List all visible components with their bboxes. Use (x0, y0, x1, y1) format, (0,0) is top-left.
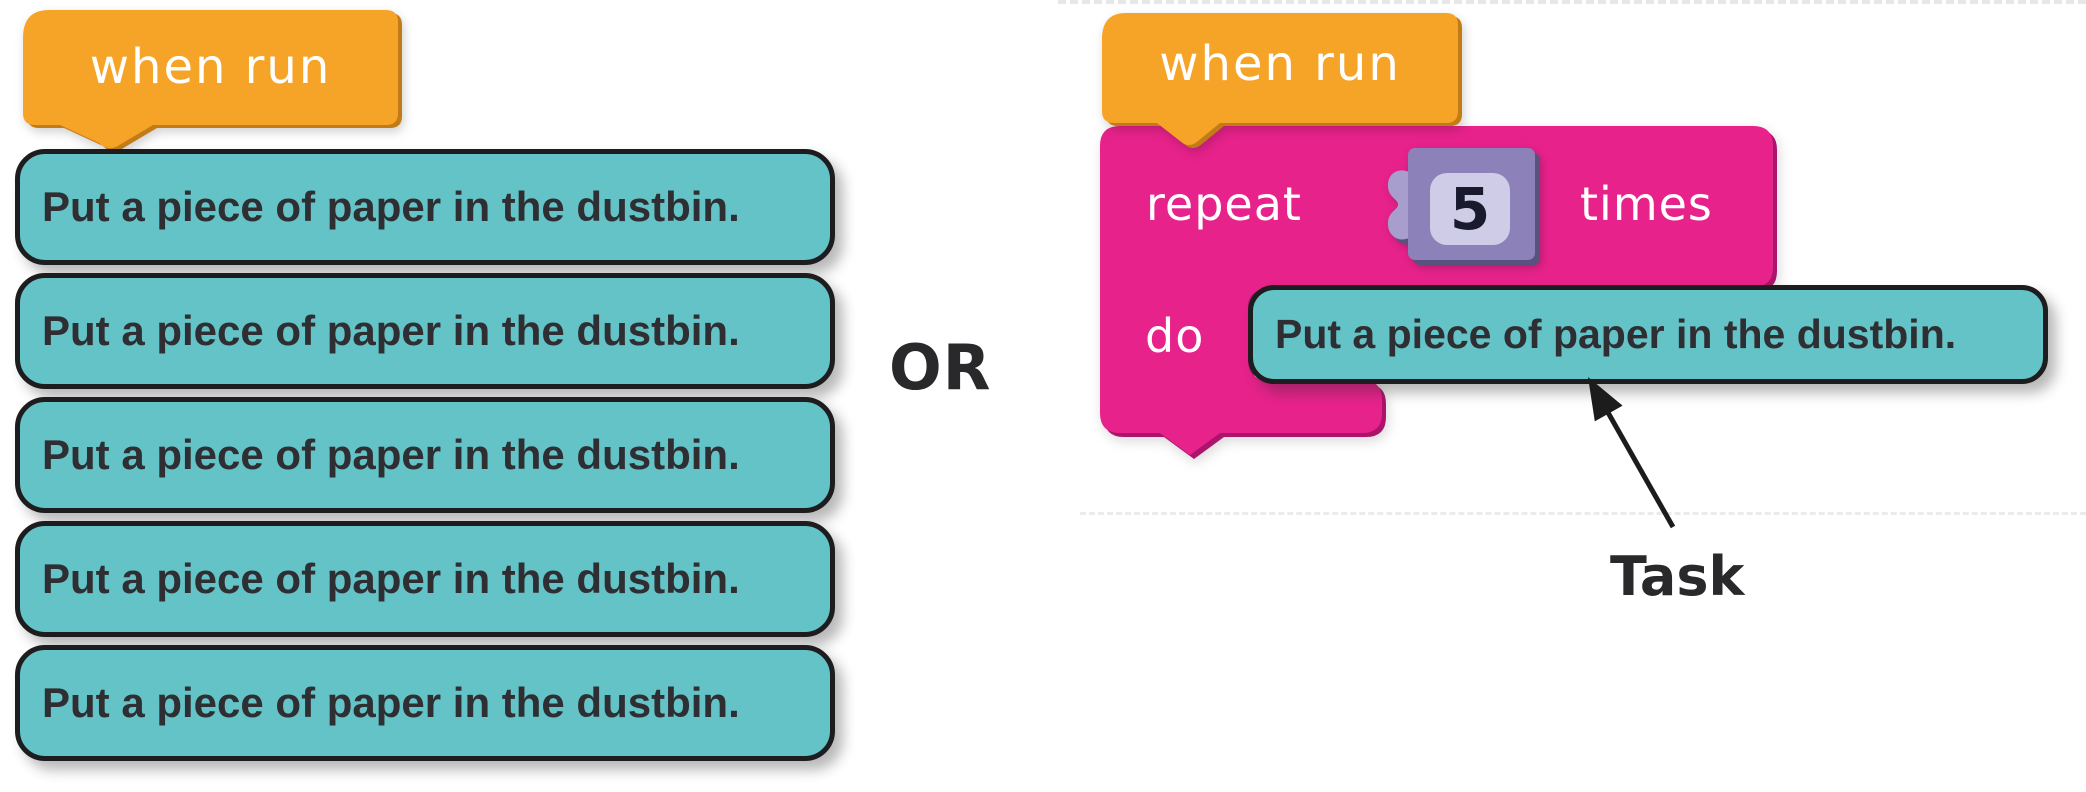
command-label: Put a piece of paper in the dustbin. (1275, 311, 1957, 357)
command-label: Put a piece of paper in the dustbin. (42, 183, 740, 230)
repeat-count-value: 5 (1450, 175, 1490, 243)
task-annotation-arrow (1588, 377, 1676, 529)
when-run-block[interactable] (1102, 13, 1462, 158)
command-block[interactable]: Put a piece of paper in the dustbin. (15, 521, 835, 637)
or-separator: OR (889, 331, 992, 404)
times-keyword: times (1580, 177, 1713, 231)
command-block[interactable]: Put a piece of paper in the dustbin. (15, 645, 835, 761)
repeat-count-input[interactable]: 5 (1385, 145, 1543, 270)
when-run-block[interactable] (23, 10, 403, 160)
repeat-block[interactable] (1100, 126, 1790, 466)
when-run-label: when run (89, 39, 332, 95)
command-label: Put a piece of paper in the dustbin. (42, 679, 740, 726)
task-command-block[interactable]: Put a piece of paper in the dustbin. (1248, 285, 2048, 384)
command-label: Put a piece of paper in the dustbin. (42, 555, 740, 602)
command-block[interactable]: Put a piece of paper in the dustbin. (15, 149, 835, 265)
task-annotation-label: Task (1610, 545, 1745, 608)
cropped-text-artifact-top (1058, 0, 2086, 4)
cropped-text-artifact-middle (1080, 512, 2086, 515)
when-run-label: when run (1159, 36, 1401, 92)
command-block[interactable]: Put a piece of paper in the dustbin. (15, 273, 835, 389)
do-keyword: do (1145, 309, 1205, 363)
command-label: Put a piece of paper in the dustbin. (42, 431, 740, 478)
command-label: Put a piece of paper in the dustbin. (42, 307, 740, 354)
command-block[interactable]: Put a piece of paper in the dustbin. (15, 397, 835, 513)
repeat-keyword: repeat (1146, 177, 1302, 231)
